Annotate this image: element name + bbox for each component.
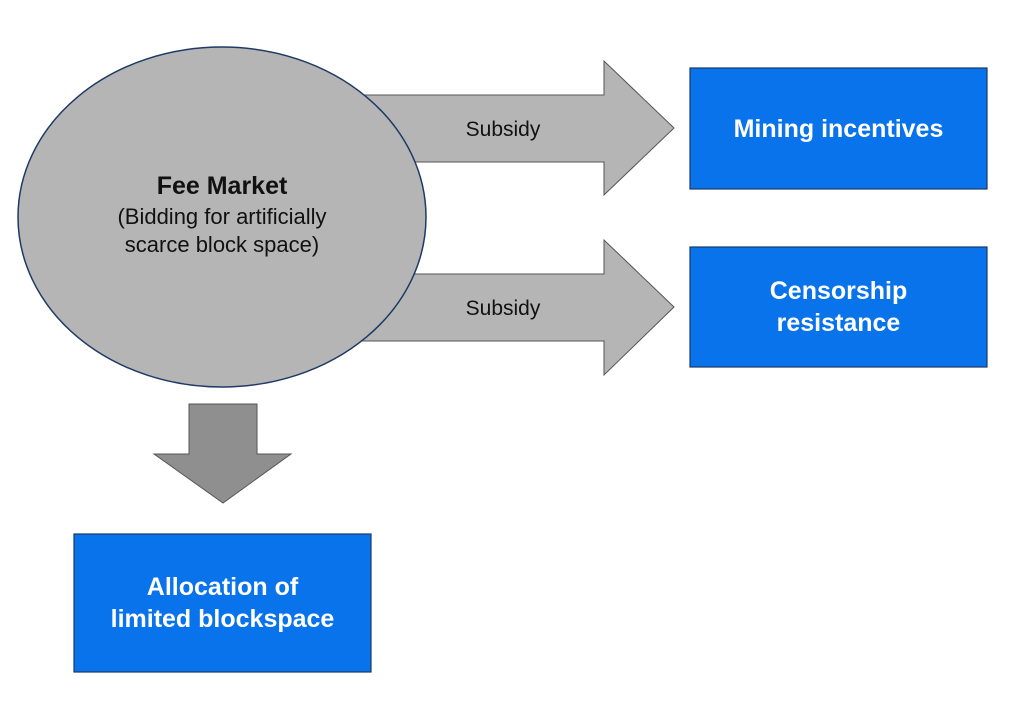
- fee-market-text: Fee Market (Bidding for artificially sca…: [72, 170, 372, 259]
- subsidy-label-top: Subsidy: [466, 118, 541, 141]
- mining-incentives-label-wrap: Mining incentives: [690, 68, 987, 189]
- fee-market-ellipse: [17, 46, 427, 388]
- allocation-arrow-down: [152, 403, 293, 504]
- fee-market-title: Fee Market: [156, 172, 288, 200]
- mining-incentives-label: Mining incentives: [733, 114, 944, 143]
- censorship-resistance-label-wrap: Censorship resistance: [690, 247, 987, 367]
- censorship-label-line2: resistance: [776, 309, 901, 337]
- subsidy-arrow-bottom: [361, 238, 675, 377]
- censorship-resistance-box: [689, 246, 988, 368]
- fee-market-subtitle-line2: scarce block space): [124, 232, 320, 257]
- subsidy-label-bottom: Subsidy: [466, 297, 541, 320]
- allocation-box: [73, 533, 372, 673]
- allocation-label-line2: limited blockspace: [110, 605, 335, 633]
- censorship-label-line1: Censorship: [769, 277, 908, 305]
- mining-incentives-box: [689, 67, 988, 190]
- fee-market-subtitle-line1: (Bidding for artificially: [117, 204, 327, 229]
- allocation-label-line1: Allocation of: [146, 573, 299, 601]
- allocation-label-wrap: Allocation of limited blockspace: [74, 534, 371, 672]
